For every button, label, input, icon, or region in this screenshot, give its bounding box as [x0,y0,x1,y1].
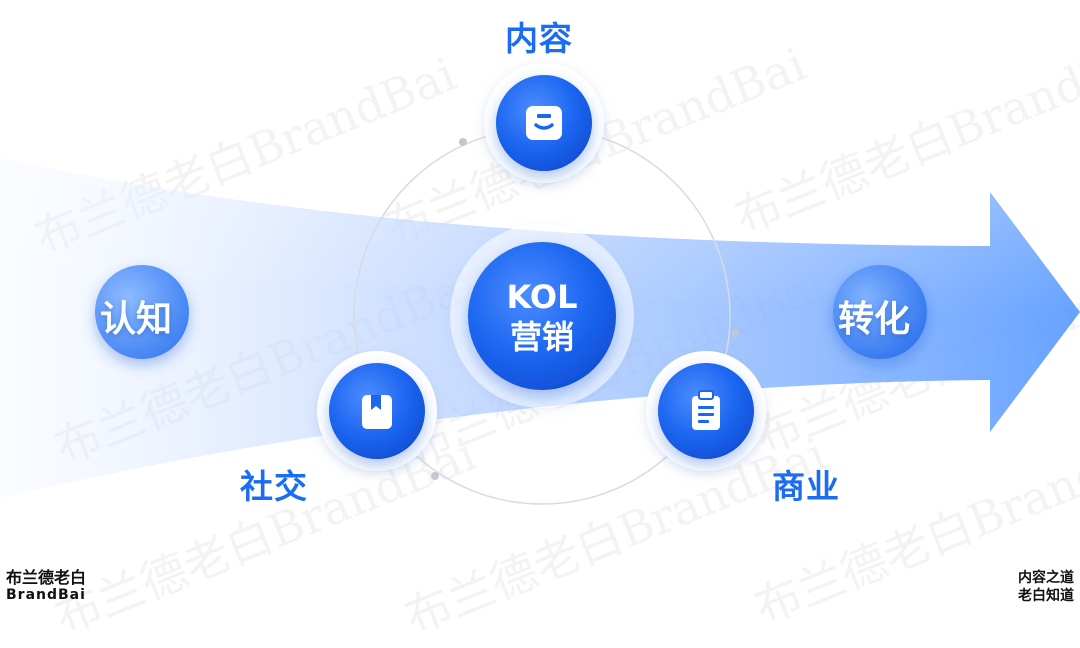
awareness-ball [95,265,189,359]
center-label-line1: KOL [506,278,578,316]
center-label-line2: 营销 [509,318,574,356]
orbit-dot [431,472,439,480]
awareness-label: 认知 [100,299,173,340]
center-label: KOL 营销 [468,243,616,391]
commerce-label: 商业 [772,467,840,506]
orbit-dot [731,329,739,337]
orbit-dot [459,138,467,146]
brand-slogan: 内容之道 老白知道 [1018,569,1074,605]
face-icon [526,106,562,140]
social-node [317,351,437,471]
brand-name-en: BrandBai [6,587,86,603]
bookmark-icon [362,395,392,429]
diagram-graphics [0,63,1080,505]
content-label: 内容 [505,19,573,58]
center-node [450,224,634,408]
brand-logo: 布兰德老白 BrandBai [6,568,87,604]
clipboard-icon [692,390,720,430]
brand-name-zh: 布兰德老白 [6,568,87,587]
diagram-canvas: 布兰德老白BrandBai 布兰德老白BrandBai 布兰德老白BrandBa… [0,19,1080,645]
slogan-line2: 老白知道 [1018,588,1074,604]
slogan-line1: 内容之道 [1018,570,1074,586]
content-node [484,63,604,183]
conversion-label: 转化 [838,299,911,340]
conversion-ball [833,265,927,359]
social-label: 社交 [240,467,308,506]
commerce-node [646,351,766,471]
